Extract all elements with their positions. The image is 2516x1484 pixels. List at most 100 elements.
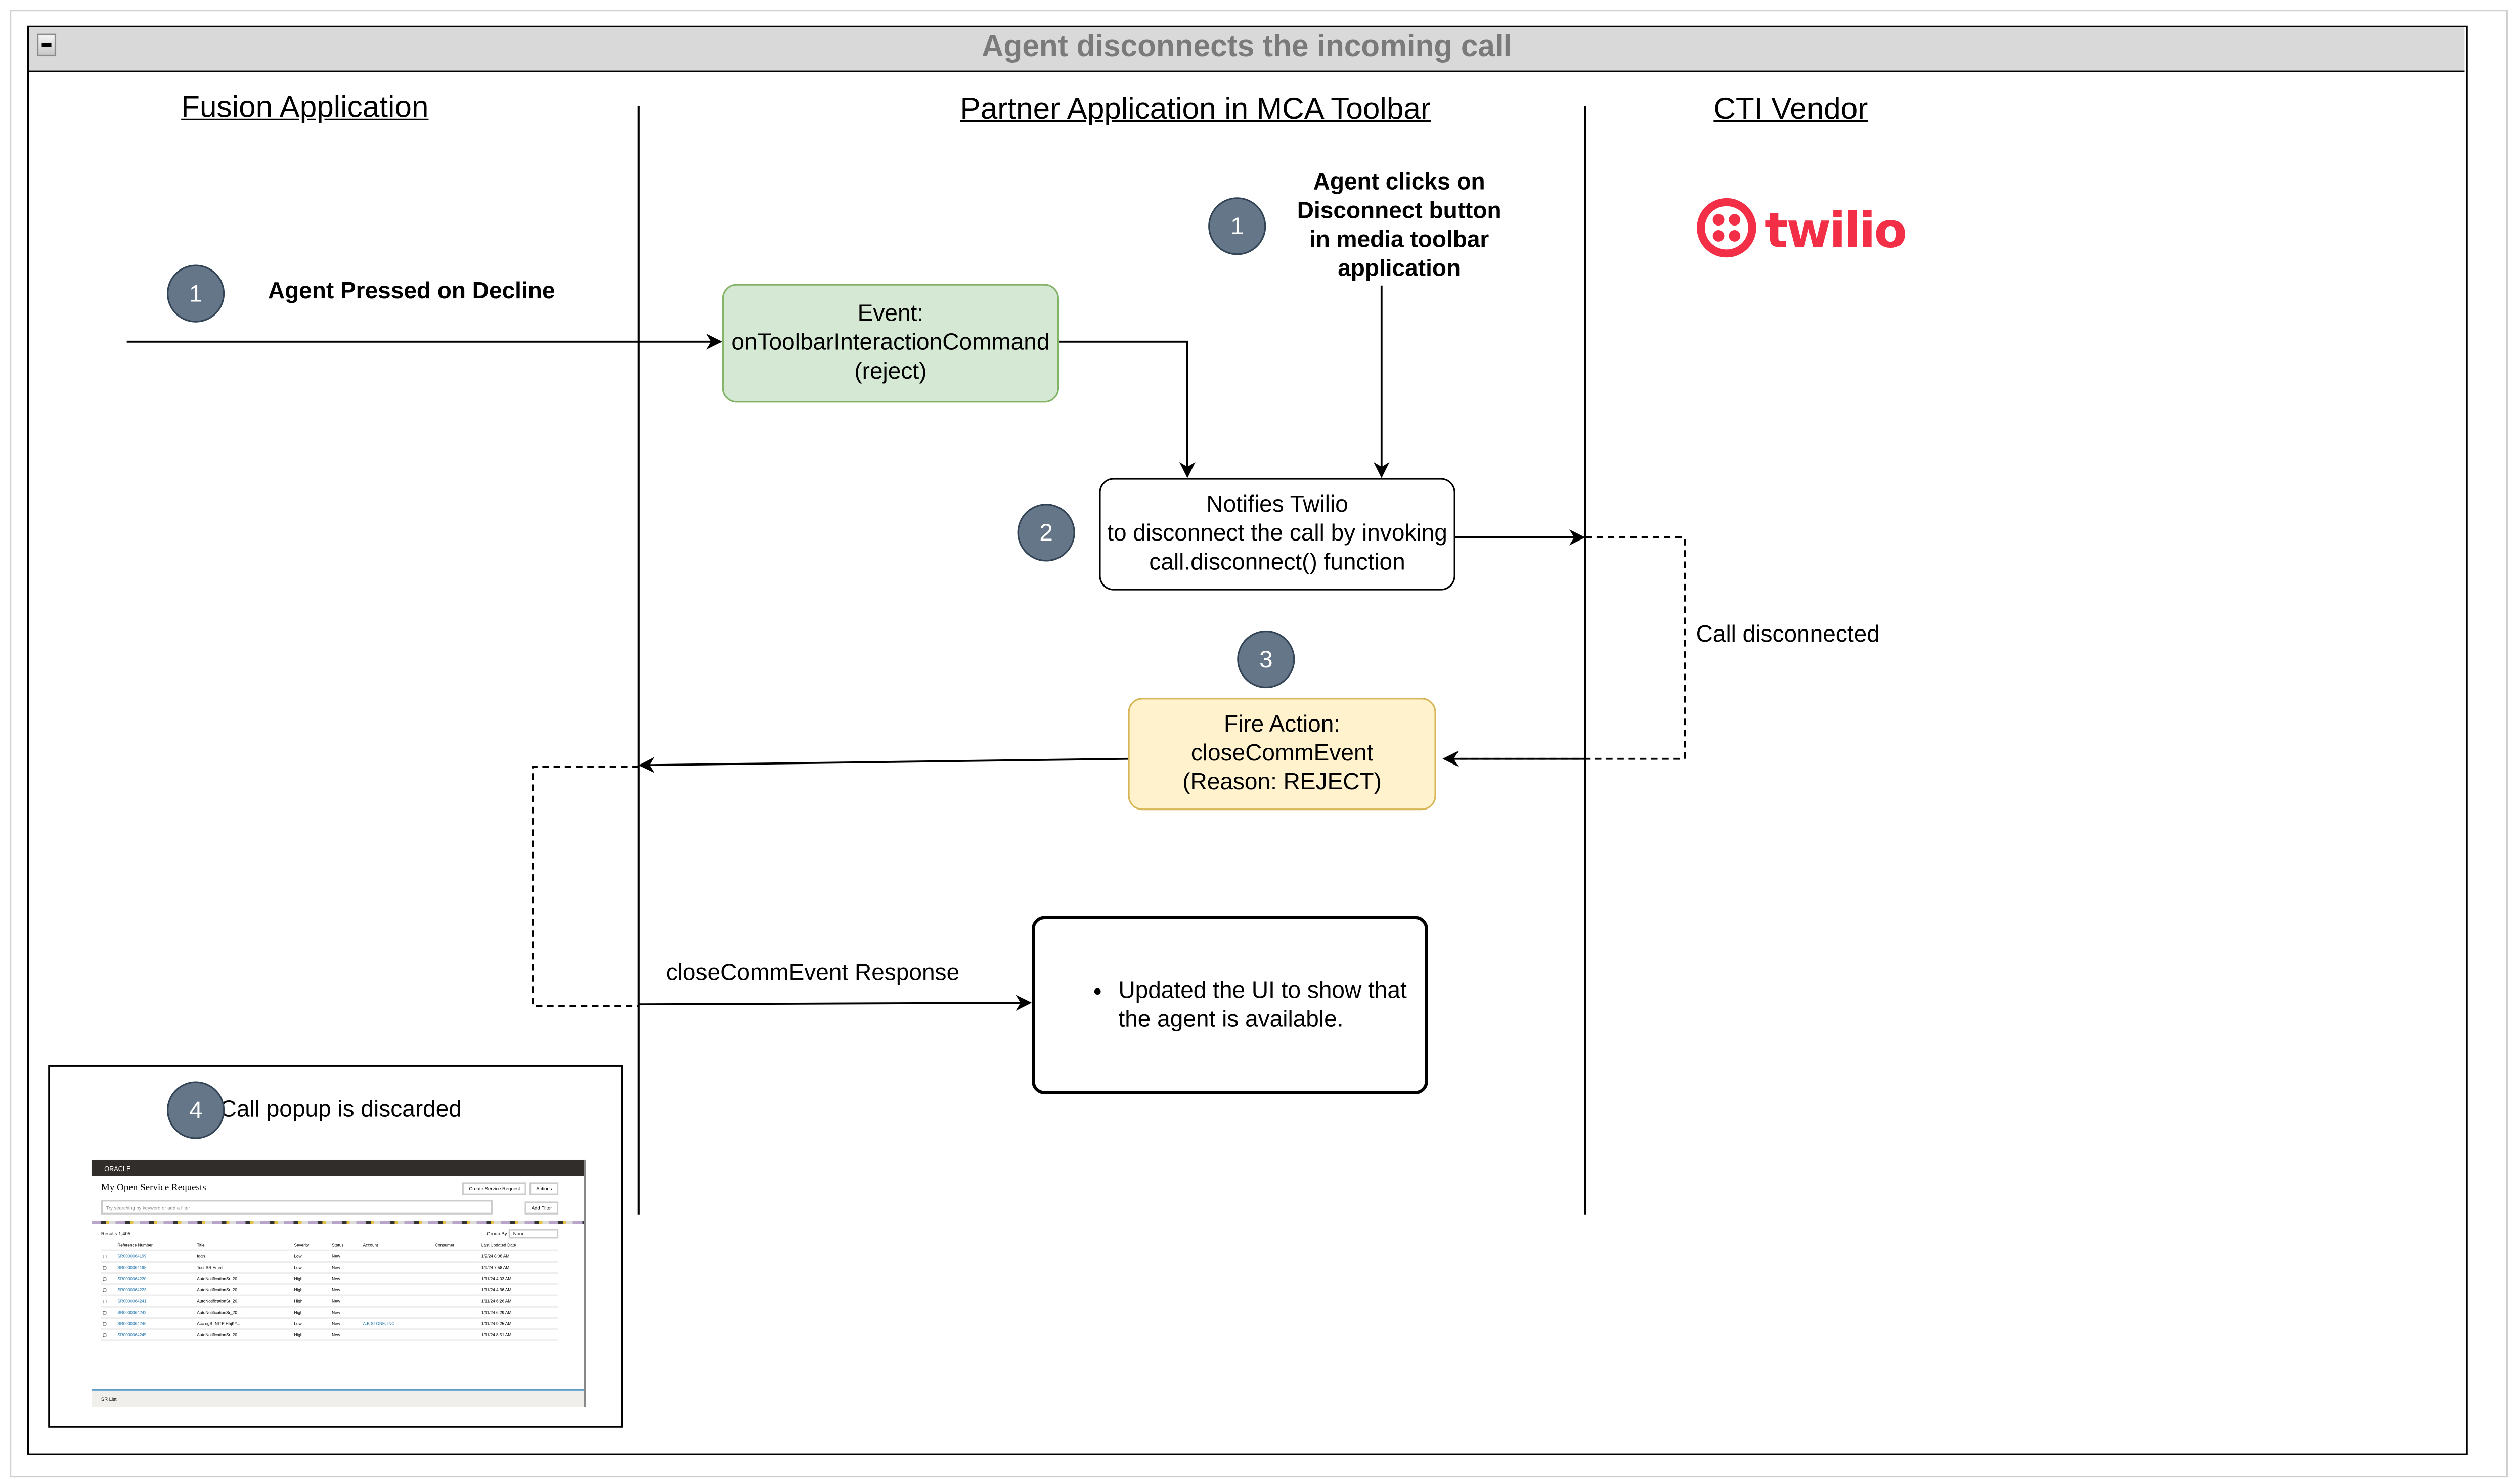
arrow-response-to-ui xyxy=(638,995,1032,1011)
table-cell: AutoNotificationSr_20... xyxy=(195,1284,293,1296)
table-cell: Low xyxy=(292,1262,331,1274)
table-cell: 1/11/24 8:51 AM xyxy=(479,1329,559,1341)
label-line: Agent clicks on xyxy=(1313,170,1485,196)
screenshot-frame xyxy=(48,1065,623,1428)
arrow-event-to-notify xyxy=(1059,340,1196,478)
lane-header-partner: Partner Application in MCA Toolbar xyxy=(960,93,1431,127)
table-cell: High xyxy=(292,1329,331,1341)
table-cell: High xyxy=(292,1295,331,1308)
table-cell: High xyxy=(292,1307,331,1319)
table-cell xyxy=(361,1284,434,1296)
page-border xyxy=(10,10,2508,1478)
table-cell xyxy=(433,1329,480,1341)
table-cell xyxy=(433,1295,480,1308)
column-header: Last Updated Date xyxy=(479,1240,559,1251)
table-cell: New xyxy=(330,1318,362,1330)
swimlane-container xyxy=(27,25,2468,1455)
column-header: Reference Number xyxy=(116,1240,196,1251)
table-cell: Low xyxy=(292,1318,331,1330)
table-cell xyxy=(361,1329,434,1341)
checkbox-icon: ▢ xyxy=(101,1273,116,1285)
fire-action-box[interactable]: Fire Action: closeCommEvent (Reason: REJ… xyxy=(1128,698,1436,811)
table-cell: Test SR Email xyxy=(195,1262,293,1274)
call-disconnected-label: Call disconnected xyxy=(1696,622,1880,648)
table-cell: SR0000064242 xyxy=(116,1307,196,1319)
add-filter-button: Add Filter xyxy=(525,1200,559,1214)
column-header: Status xyxy=(330,1240,362,1251)
oracle-header-bar: ORACLE xyxy=(91,1159,584,1176)
table-cell: New xyxy=(330,1295,362,1308)
arrow-fire-to-fusion xyxy=(638,757,1128,773)
table-cell: New xyxy=(330,1307,362,1319)
group-by-label: Group By xyxy=(487,1230,507,1237)
event-box[interactable]: Event: onToolbarInteractionCommand (reje… xyxy=(722,284,1060,403)
thumbnail-search: Try searching by keyword or add a filter xyxy=(101,1200,493,1215)
table-cell: 1/11/24 4:03 AM xyxy=(479,1273,559,1285)
step-2-badge: 2 xyxy=(1017,504,1075,562)
notify-twilio-box[interactable]: Notifies Twilio to disconnect the call b… xyxy=(1099,478,1455,591)
box-line: (reject) xyxy=(854,359,927,385)
table-cell xyxy=(433,1273,480,1285)
table-cell xyxy=(361,1262,434,1274)
step-1-partner-label: Agent clicks on Disconnect button in med… xyxy=(1297,168,1502,284)
table-cell: New xyxy=(330,1284,362,1296)
table-cell: New xyxy=(330,1262,362,1274)
checkbox-icon: ▢ xyxy=(101,1284,116,1296)
collapse-icon[interactable] xyxy=(36,33,57,57)
checkbox-icon: ▢ xyxy=(101,1329,116,1341)
table-cell xyxy=(361,1295,434,1308)
box-line: call.disconnect() function xyxy=(1149,550,1405,576)
checkbox-icon: ▢ xyxy=(101,1262,116,1274)
step-4-badge: 4 xyxy=(166,1081,225,1139)
table-cell: New xyxy=(330,1250,362,1263)
table-cell: AutoNotificationSr_20... xyxy=(195,1295,293,1308)
checkbox-icon: ▢ xyxy=(101,1295,116,1308)
table-cell xyxy=(433,1284,480,1296)
step-1-fusion-label: Agent Pressed on Decline xyxy=(268,279,555,305)
svg-text:twilio: twilio xyxy=(1765,203,1905,259)
table-cell: SR0000064199 xyxy=(116,1250,196,1263)
arrow-call-disconnected xyxy=(1442,536,1686,767)
ui-updated-box[interactable]: Updated the UI to show that the agent is… xyxy=(1032,916,1428,1094)
label-line: application xyxy=(1338,256,1461,283)
step-1-partner-badge: 1 xyxy=(1208,197,1266,255)
table-cell: 1/11/24 9:25 AM xyxy=(479,1318,559,1330)
step-3-badge: 3 xyxy=(1237,630,1295,689)
bullet-item: Updated the UI to show that the agent is… xyxy=(1118,976,1412,1034)
box-line: onToolbarInteractionCommand xyxy=(731,330,1050,356)
oracle-screenshot-thumbnail: ORACLE My Open Service Requests Create S… xyxy=(91,1159,586,1407)
table-cell xyxy=(433,1318,480,1330)
label-line: in media toolbar xyxy=(1309,228,1489,254)
checkbox-icon: ▢ xyxy=(101,1250,116,1263)
checkbox-icon: ▢ xyxy=(101,1307,116,1319)
table-cell: AutoNotificationSr_20... xyxy=(195,1329,293,1341)
checkbox-col xyxy=(101,1240,116,1251)
box-line: (Reason: REJECT) xyxy=(1182,770,1382,796)
column-header: Title xyxy=(195,1240,293,1251)
table-cell: 1/11/24 4:36 AM xyxy=(479,1284,559,1296)
sr-list-tab: SR List xyxy=(91,1389,584,1407)
table-cell xyxy=(361,1273,434,1285)
step-1-fusion-badge: 1 xyxy=(166,264,225,323)
table-cell xyxy=(433,1307,480,1319)
lane-header-cti: CTI Vendor xyxy=(1713,93,1868,127)
lane-header-fusion: Fusion Application xyxy=(181,91,429,125)
table-cell: Low xyxy=(292,1250,331,1263)
table-cell: New xyxy=(330,1273,362,1285)
table-cell: SR0000064220 xyxy=(116,1273,196,1285)
response-label: closeCommEvent Response xyxy=(666,961,960,987)
table-cell: SR0000064223 xyxy=(116,1284,196,1296)
thumbnail-page-title: My Open Service Requests xyxy=(101,1184,206,1194)
table-cell xyxy=(433,1250,480,1263)
table-cell xyxy=(433,1262,480,1274)
table-cell: fggh xyxy=(195,1250,293,1263)
column-header: Account xyxy=(361,1240,434,1251)
table-cell xyxy=(361,1250,434,1263)
